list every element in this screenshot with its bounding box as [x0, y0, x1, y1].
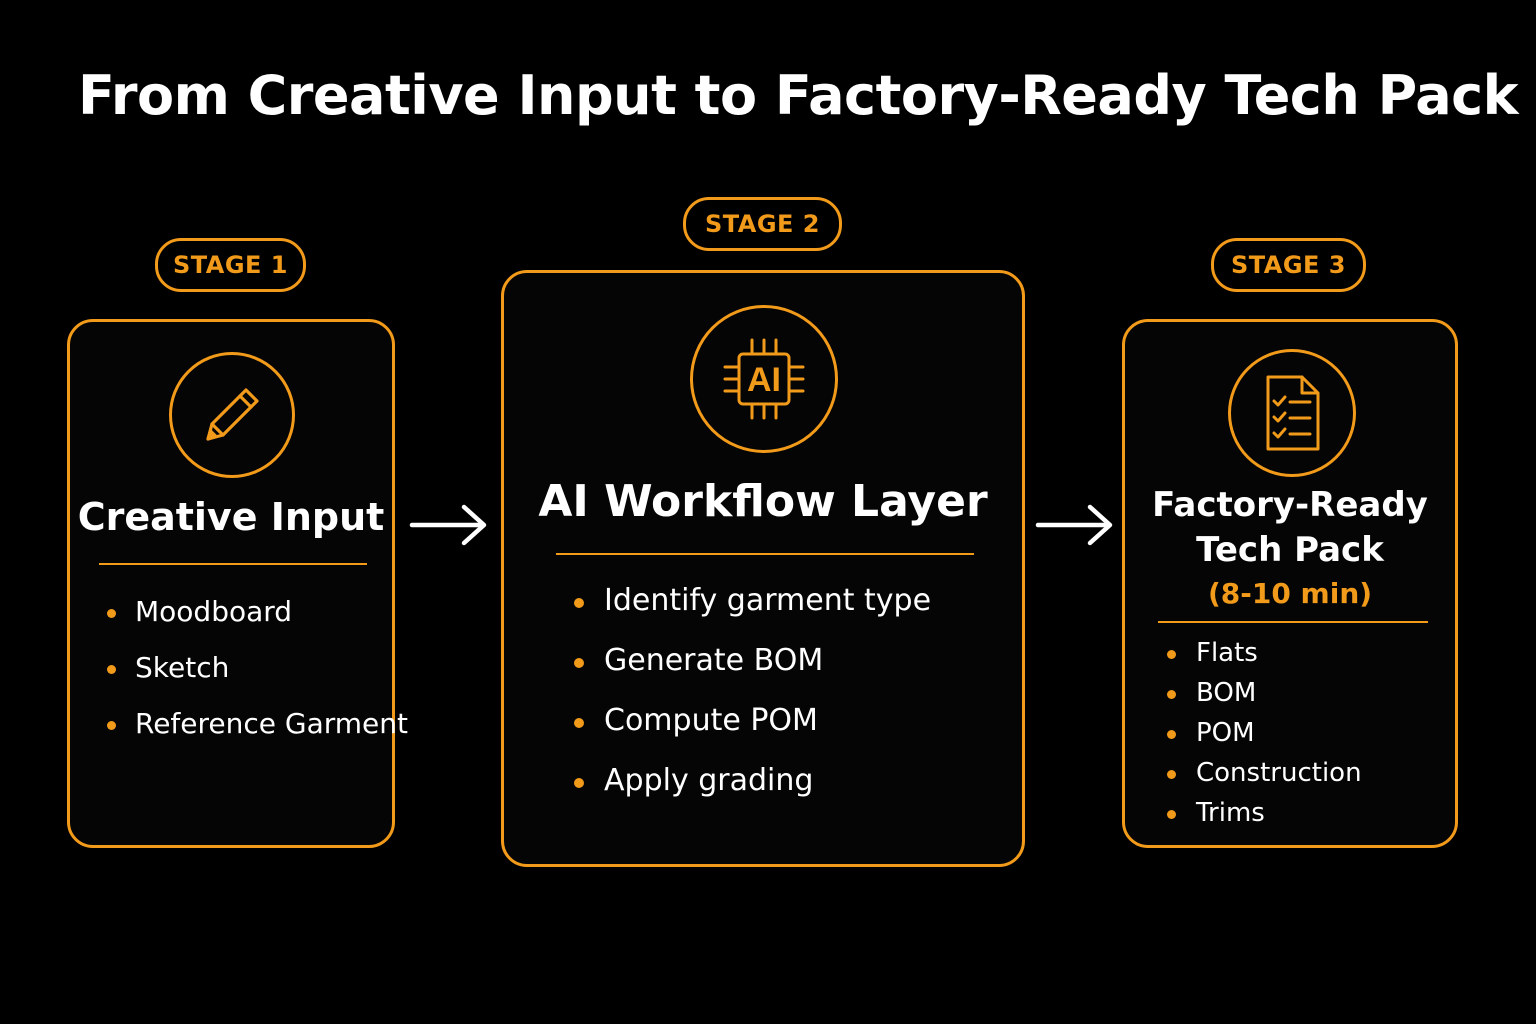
checklist-document-icon-circle: [1228, 349, 1356, 477]
list-item-label: Reference Garment: [135, 707, 408, 740]
ai-chip-icon: AI: [723, 338, 805, 420]
list-item-label: Trims: [1196, 798, 1265, 828]
pencil-icon-circle: [169, 352, 295, 478]
stage-3-list: Flats BOM POM Construction Trims: [1167, 638, 1362, 838]
stage-2-card: AI AI Workflow Layer Identify garment ty…: [501, 270, 1025, 867]
list-item-label: Moodboard: [135, 595, 293, 628]
stage-1-badge: STAGE 1: [155, 238, 306, 292]
stage-2-divider: [556, 553, 974, 555]
list-item-label: Apply grading: [604, 763, 814, 798]
ai-chip-icon-circle: AI: [690, 305, 838, 453]
bullet-icon: [1167, 650, 1176, 659]
list-item-label: Generate BOM: [604, 643, 824, 678]
stage-3-title-line-2: Tech Pack: [1196, 530, 1384, 570]
stage-2-title: AI Workflow Layer: [538, 476, 988, 527]
stage-3-divider: [1158, 621, 1428, 623]
list-item: Moodboard: [107, 595, 408, 651]
list-item-label: Identify garment type: [604, 583, 932, 618]
list-item-label: Flats: [1196, 638, 1258, 668]
bullet-icon: [107, 609, 116, 618]
stage-1-card: Creative Input Moodboard Sketch Referenc…: [67, 319, 408, 848]
bullet-icon: [1167, 810, 1176, 819]
list-item: BOM: [1167, 678, 1362, 718]
list-item: Identify garment type: [574, 583, 931, 643]
list-item: Reference Garment: [107, 707, 408, 763]
list-item: Compute POM: [574, 703, 931, 763]
right-arrow-icon: [1035, 504, 1113, 546]
list-item: Flats: [1167, 638, 1362, 678]
stage-1-list: Moodboard Sketch Reference Garment: [107, 595, 408, 763]
bullet-icon: [107, 721, 116, 730]
list-item-label: POM: [1196, 718, 1255, 748]
list-item-label: Compute POM: [604, 703, 818, 738]
page-title: From Creative Input to Factory-Ready Tec…: [77, 64, 1519, 127]
stage-3-duration: (8-10 min): [1207, 577, 1373, 610]
stage-3-badge: STAGE 3: [1211, 238, 1366, 292]
bullet-icon: [574, 718, 584, 728]
list-item: Construction: [1167, 758, 1362, 798]
stage-1-title: Creative Input: [77, 495, 385, 539]
list-item-label: Construction: [1196, 758, 1362, 788]
list-item: Generate BOM: [574, 643, 931, 703]
stage-3-title-line-1: Factory-Ready: [1152, 485, 1428, 525]
bullet-icon: [1167, 730, 1176, 739]
list-item: Trims: [1167, 798, 1362, 838]
bullet-icon: [1167, 770, 1176, 779]
list-item-label: BOM: [1196, 678, 1257, 708]
right-arrow-icon: [409, 504, 487, 546]
bullet-icon: [107, 665, 116, 674]
bullet-icon: [574, 598, 584, 608]
list-item: POM: [1167, 718, 1362, 758]
bullet-icon: [574, 778, 584, 788]
pencil-icon: [206, 388, 259, 441]
stage-2-list: Identify garment type Generate BOM Compu…: [574, 583, 931, 823]
bullet-icon: [1167, 690, 1176, 699]
stage-3-card: Factory-Ready Tech Pack (8-10 min) Flats…: [1122, 319, 1458, 848]
checklist-document-icon: [1266, 375, 1320, 451]
list-item-label: Sketch: [135, 651, 230, 684]
list-item: Apply grading: [574, 763, 931, 823]
stage-2-badge: STAGE 2: [683, 197, 842, 251]
stage-1-divider: [99, 563, 367, 565]
ai-chip-label: AI: [747, 361, 781, 399]
bullet-icon: [574, 658, 584, 668]
list-item: Sketch: [107, 651, 408, 707]
